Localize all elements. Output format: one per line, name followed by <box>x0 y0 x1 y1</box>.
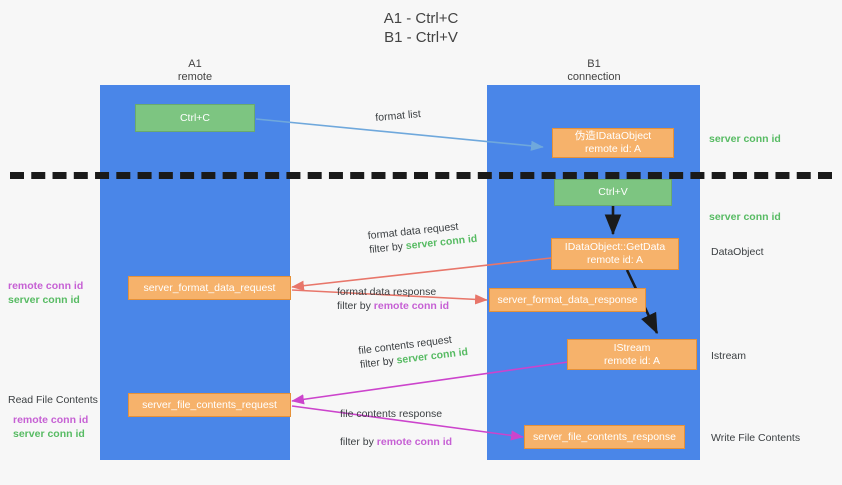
left-label-remote-conn-id-b: remote conn id <box>13 414 89 426</box>
box-idataobject-getdata[interactable]: IDataObject::GetData remote id: A <box>551 238 679 270</box>
left-label-server-conn-id-b: server conn id <box>13 428 85 440</box>
label-format-list-text: format list <box>374 108 422 125</box>
right-label-dataobject: DataObject <box>711 246 764 258</box>
box-ctrl-v-label: Ctrl+V <box>598 186 628 198</box>
left-label-server-conn-id-a: server conn id <box>8 294 80 306</box>
right-label-write-file-contents: Write File Contents <box>711 432 801 444</box>
lane-header-b1: B1 connection <box>529 58 659 84</box>
box-fake-idataobject-subtitle: remote id: A <box>584 143 642 155</box>
label-file-contents-response-line2: filter by remote conn id <box>340 435 520 449</box>
label-file-contents-response: file contents response filter by remote … <box>340 407 520 449</box>
right-label-istream: Istream <box>711 350 747 362</box>
box-server-file-contents-request[interactable]: server_file_contents_request <box>128 393 291 417</box>
box-istream-subtitle: remote id: A <box>603 354 661 367</box>
label-format-data-response-key: remote conn id <box>373 300 450 312</box>
label-file-contents-response-key: remote conn id <box>376 436 453 448</box>
box-idataobject-getdata-title: IDataObject::GetData <box>564 241 666 253</box>
lane-b1-name: B1 <box>587 58 601 70</box>
box-istream-title: IStream <box>613 341 651 354</box>
right-label-server-conn-id-mid: server conn id <box>709 211 781 223</box>
label-format-data-response-prefix: filter by <box>337 300 374 312</box>
box-server-format-data-request-label: server_format_data_request <box>143 281 276 294</box>
lane-header-a1: A1 remote <box>130 58 260 84</box>
box-ctrl-c-label: Ctrl+C <box>179 111 211 124</box>
arrow-format-data-request <box>291 257 552 291</box>
lane-a1-name: A1 <box>188 58 202 70</box>
right-label-server-conn-id-top: server conn id <box>709 133 781 145</box>
box-fake-idataobject[interactable]: 伪造IDataObject remote id: A <box>552 128 674 158</box>
label-format-data-response-line1: format data response <box>337 286 437 298</box>
box-server-file-contents-response-label: server_file_contents_response <box>532 430 676 443</box>
box-istream[interactable]: IStream remote id: A <box>567 339 697 370</box>
arrow-file-contents-request <box>291 361 569 405</box>
box-idataobject-getdata-subtitle: remote id: A <box>586 254 644 266</box>
title-line-1: A1 - Ctrl+C <box>383 10 459 27</box>
box-server-format-data-response-label: server_format_data_response <box>497 293 638 306</box>
label-file-contents-response-line1: file contents response <box>340 408 443 420</box>
box-server-file-contents-response[interactable]: server_file_contents_response <box>524 425 685 449</box>
arrow-file-contents-response <box>291 405 524 441</box>
label-format-data-response-line2: filter by remote conn id <box>337 299 517 313</box>
box-fake-idataobject-title: 伪造IDataObject <box>574 130 652 142</box>
label-format-data-response: format data response filter by remote co… <box>337 285 517 313</box>
label-file-contents-response-prefix: filter by <box>340 436 377 448</box>
phase-separator <box>10 172 832 179</box>
left-label-read-file-contents: Read File Contents <box>8 394 98 406</box>
lane-b1-sub: connection <box>567 71 621 83</box>
box-server-format-data-request[interactable]: server_format_data_request <box>128 276 291 300</box>
box-ctrl-v[interactable]: Ctrl+V <box>554 179 672 206</box>
box-ctrl-c[interactable]: Ctrl+C <box>135 104 255 132</box>
page-title: A1 - Ctrl+C B1 - Ctrl+V <box>301 9 541 47</box>
arrow-format-data-response <box>291 289 488 305</box>
box-server-format-data-response[interactable]: server_format_data_response <box>489 288 646 312</box>
title-line-2: B1 - Ctrl+V <box>384 29 458 46</box>
label-format-data-request-prefix: filter by <box>368 240 407 257</box>
arrow-format-list <box>255 118 544 151</box>
lane-a1-sub: remote <box>177 71 213 83</box>
left-label-remote-conn-id-a: remote conn id <box>8 280 84 292</box>
box-server-file-contents-request-label: server_file_contents_request <box>142 398 277 411</box>
